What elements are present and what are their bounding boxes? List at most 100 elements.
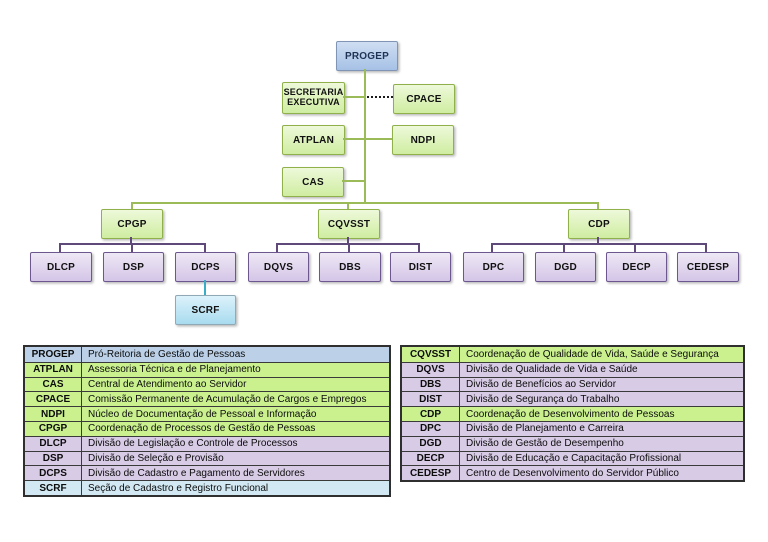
org-node-label: DCPS <box>191 261 220 273</box>
connector-line <box>130 237 132 244</box>
org-node-label: DSP <box>122 261 145 273</box>
org-node-cdp: CDP <box>568 209 630 239</box>
org-node-label: DPC <box>482 261 505 273</box>
org-node-label: ATPLAN <box>292 134 334 146</box>
org-node-dsp: DSP <box>103 252 164 282</box>
legend-row: CPACE Comissão Permanente de Acumulação d… <box>25 391 389 407</box>
org-node-label: SCRF <box>191 304 220 316</box>
org-node-label: CAS <box>302 176 324 188</box>
connector-line <box>491 243 707 245</box>
abbr-cell: DQVS <box>402 362 460 377</box>
org-node-label: SECRETARIA <box>283 87 344 98</box>
desc-cell: Coordenação de Desenvolvimento de Pessoa… <box>466 408 675 420</box>
connector-line <box>343 138 392 140</box>
abbr-cell: CEDESP <box>402 466 460 481</box>
abbr-cell: ATPLAN <box>25 362 82 377</box>
legend-row: DIST Divisão de Segurança do Trabalho <box>402 391 743 407</box>
org-node-dpc: DPC <box>463 252 524 282</box>
desc-cell: Divisão de Segurança do Trabalho <box>466 393 620 405</box>
desc-cell: Divisão de Educação e Capacitação Profis… <box>466 452 682 464</box>
org-node-label: DLCP <box>46 261 76 273</box>
org-node-label: DBS <box>339 261 361 273</box>
desc-cell: Seção de Cadastro e Registro Funcional <box>88 482 269 494</box>
abbr-cell: SCRF <box>25 481 82 495</box>
connector-line <box>131 202 133 209</box>
org-node-cas: CAS <box>282 167 344 197</box>
org-node-label: EXECUTIVA <box>287 97 340 107</box>
abbr-cell: PROGEP <box>25 347 82 362</box>
connector-line <box>204 243 206 252</box>
org-node-atplan: ATPLAN <box>282 125 345 155</box>
desc-cell: Divisão de Planejamento e Carreira <box>466 423 624 435</box>
connector-line <box>597 237 599 244</box>
desc-cell: Divisão de Cadastro e Pagamento de Servi… <box>88 467 305 479</box>
desc-cell: Coordenação de Qualidade de Vida, Saúde … <box>466 348 719 360</box>
desc-cell: Divisão de Seleção e Provisão <box>88 452 224 464</box>
connector-line <box>276 243 278 252</box>
abbr-cell: DIST <box>402 392 460 407</box>
org-node-cedesp: CEDESP <box>677 252 739 282</box>
abbr-cell: CPGP <box>25 421 82 436</box>
connector-line <box>634 243 636 252</box>
abbr-cell: DPC <box>402 421 460 436</box>
desc-cell: Divisão de Gestão de Desempenho <box>466 438 624 450</box>
desc-cell: Comissão Permanente de Acumulação de Car… <box>88 393 367 405</box>
org-node-dlcp: DLCP <box>30 252 92 282</box>
org-node-dist: DIST <box>390 252 451 282</box>
abbr-cell: CAS <box>25 377 82 392</box>
org-node-label: CPGP <box>117 218 147 230</box>
desc-cell: Divisão de Benefícios ao Servidor <box>466 378 617 390</box>
connector-line <box>418 243 420 252</box>
org-node-ndpi: NDPI <box>392 125 454 155</box>
org-node-label: PROGEP <box>345 50 389 62</box>
connector-line <box>342 180 364 182</box>
dotted-connector-line <box>367 96 393 98</box>
desc-cell: Assessoria Técnica e de Planejamento <box>88 364 261 376</box>
org-node-dgd: DGD <box>535 252 596 282</box>
legend-row: DECP Divisão de Educação e Capacitação Pr… <box>402 450 743 466</box>
org-node-progep: PROGEP <box>336 41 398 71</box>
connector-line <box>347 237 349 244</box>
org-node-cpace: CPACE <box>393 84 455 114</box>
legend-row: CEDESP Centro de Desenvolvimento do Servi… <box>402 465 743 481</box>
abbr-cell: CPACE <box>25 392 82 407</box>
abbr-cell: DGD <box>402 436 460 451</box>
legend-row: CQVSST Coordenação de Qualidade de Vida, … <box>402 347 743 362</box>
connector-line <box>59 243 61 252</box>
connector-line <box>705 243 707 252</box>
connector-line <box>597 202 599 209</box>
abbr-cell: DECP <box>402 451 460 466</box>
org-node-label: DECP <box>622 261 651 273</box>
desc-cell: Núcleo de Documentação de Pessoal e Info… <box>88 408 317 420</box>
desc-cell: Coordenação de Processos de Gestão de Pe… <box>88 423 316 435</box>
org-node-label: NDPI <box>410 134 436 146</box>
org-node-label: DQVS <box>263 261 294 273</box>
desc-cell: Pró-Reitoria de Gestão de Pessoas <box>88 348 246 360</box>
connector-line <box>364 69 366 203</box>
org-node-dbs: DBS <box>319 252 381 282</box>
legend-table-right: CQVSST Coordenação de Qualidade de Vida, … <box>400 345 745 483</box>
desc-cell: Centro de Desenvolvimento do Servidor Pú… <box>466 467 679 479</box>
org-node-label: DIST <box>408 261 433 273</box>
org-node-dcps: DCPS <box>175 252 236 282</box>
connector-line <box>347 202 349 209</box>
org-node-cqvsst: CQVSST <box>318 209 380 239</box>
org-node-label: CQVSST <box>327 218 371 230</box>
legend-row: SCRF Seção de Cadastro e Registro Funcion… <box>25 480 389 495</box>
org-node-label: CPACE <box>406 93 442 105</box>
abbr-cell: CQVSST <box>402 347 460 362</box>
org-node-scrf: SCRF <box>175 295 236 325</box>
connector-line <box>343 96 364 98</box>
connector-line <box>491 243 493 252</box>
